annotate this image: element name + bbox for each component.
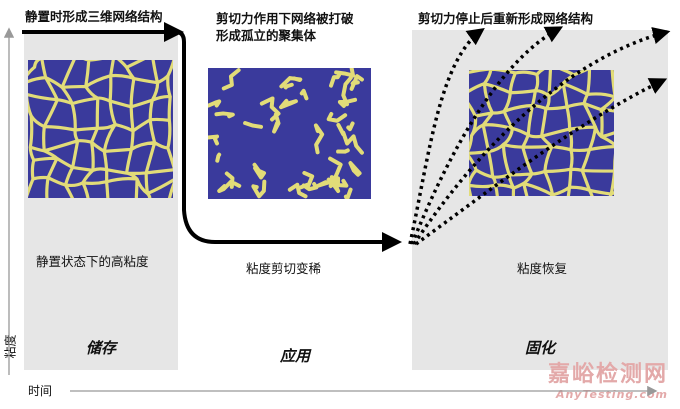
curing-description: 粘度恢复 — [517, 261, 568, 276]
x-axis-label: 时间 — [28, 384, 53, 398]
watermark-cn: 嘉峪检测网 — [547, 362, 668, 387]
network-structure-image — [28, 60, 173, 198]
application-label: 应用 — [279, 347, 310, 365]
caption-rebuild: 剪切力停止后重新形成网络结构 — [418, 11, 594, 26]
recovery-curve-3 — [412, 27, 671, 245]
application-description: 粘度剪切变稀 — [246, 261, 322, 276]
recovery-curve-2 — [410, 26, 564, 245]
caption-shear: 剪切力作用下网络被打破 形成孤立的聚集体 — [216, 10, 354, 44]
caption-shear-line2: 形成孤立的聚集体 — [216, 28, 317, 43]
storage-description: 静置状态下的高粘度 — [36, 254, 149, 269]
broken-aggregates-image — [208, 68, 371, 199]
recovery-curve-4 — [414, 78, 668, 246]
recovery-curve-1 — [408, 27, 485, 245]
caption-static-network: 静置时形成三维网络结构 — [25, 9, 163, 24]
curing-label: 固化 — [524, 339, 555, 357]
viscosity-main-curve — [22, 30, 402, 252]
caption-shear-line1: 剪切力作用下网络被打破 — [216, 11, 354, 26]
reformed-network-image — [469, 70, 614, 196]
storage-label: 储存 — [85, 339, 116, 357]
